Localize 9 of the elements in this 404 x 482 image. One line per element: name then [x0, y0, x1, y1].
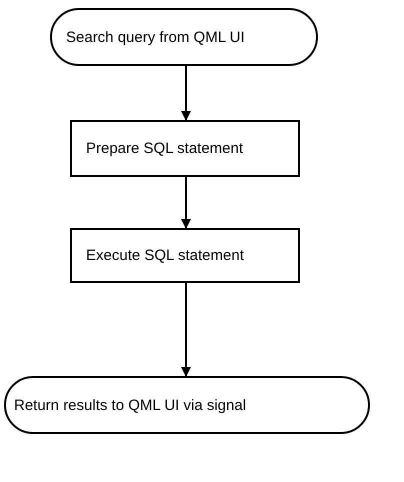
arrow	[181, 283, 191, 377]
process-box	[70, 120, 300, 177]
arrow	[181, 177, 191, 229]
process-box	[70, 228, 300, 283]
node-label: Prepare SQL statement	[86, 140, 244, 157]
node-label: Return results to QML UI via signal	[14, 396, 246, 414]
node-label: Execute SQL statement	[86, 247, 244, 264]
arrow	[181, 66, 191, 121]
node-label: Search query from QML UI	[66, 28, 245, 46]
